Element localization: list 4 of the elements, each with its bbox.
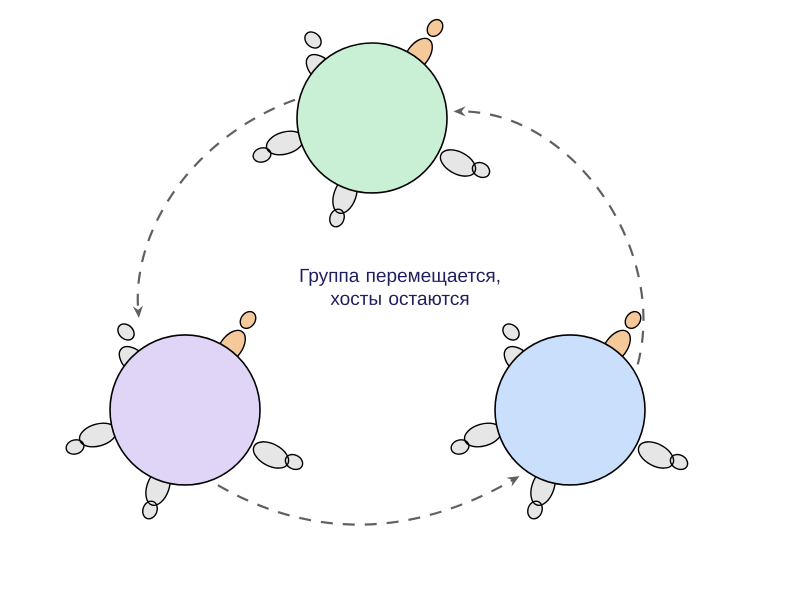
caption-text: Группа перемещается, хосты остаются [300, 268, 500, 306]
round-table [494, 334, 646, 486]
round-table [109, 334, 261, 486]
round-table [296, 42, 448, 194]
